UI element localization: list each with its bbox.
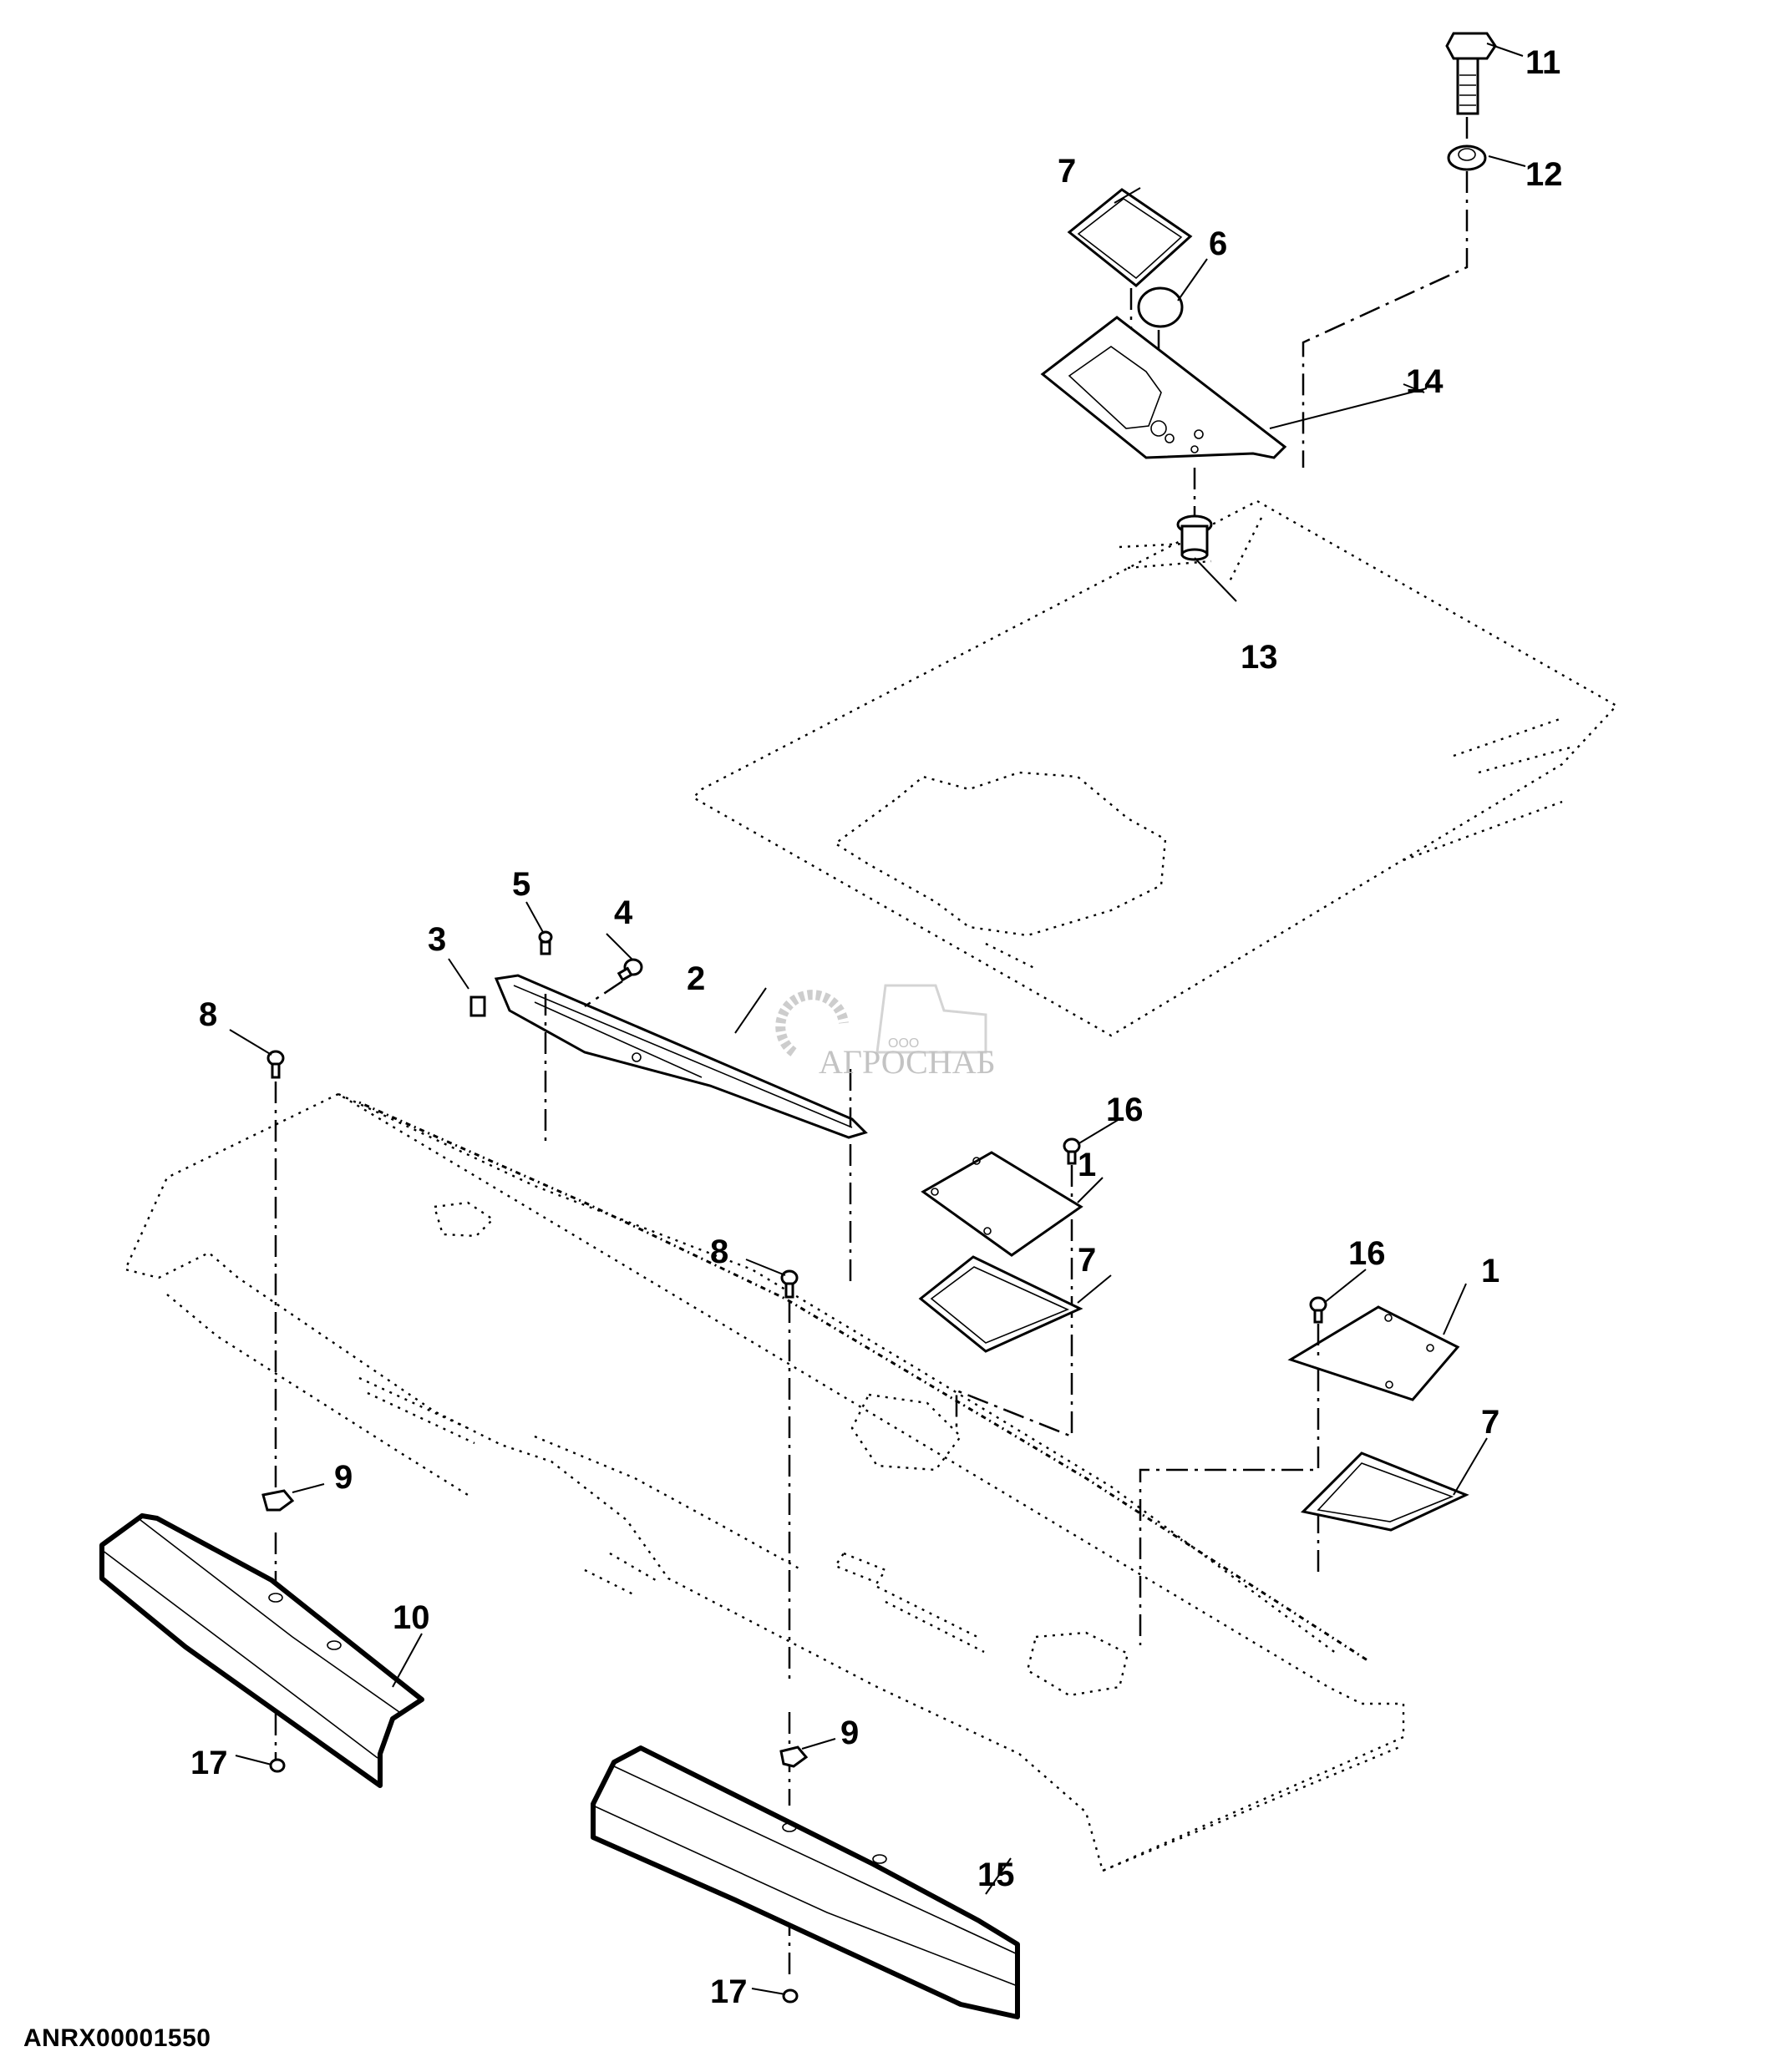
callout-2: 2	[687, 960, 705, 997]
shield-part-15	[591, 1745, 1020, 2019]
callout-15: 15	[977, 1857, 1015, 1893]
callout-12: 12	[1525, 156, 1563, 193]
callout-17-middle: 17	[710, 1973, 748, 2010]
cover-plate-part-14	[1040, 316, 1287, 459]
watermark-prefix: ООО	[888, 1036, 919, 1051]
screw-part-16-right	[1309, 1296, 1327, 1324]
callout-8-left: 8	[199, 996, 217, 1033]
lower-frame-outline	[124, 1092, 1405, 1872]
clip-nut-part-3	[469, 995, 486, 1017]
screw-part-4	[617, 958, 643, 982]
grommet-part-13	[1176, 514, 1213, 561]
callout-6: 6	[1209, 225, 1227, 262]
centerline-part-1-right	[1139, 1324, 1320, 1645]
washer-part-12	[1447, 144, 1487, 171]
callout-13: 13	[1241, 639, 1278, 676]
upper-floor-panel-outline	[692, 499, 1618, 1037]
gasket-part-7-top	[1067, 188, 1193, 287]
callout-1-right: 1	[1481, 1253, 1499, 1289]
bracket-part-2	[494, 974, 868, 1139]
shield-part-10	[99, 1513, 424, 1788]
leader-lines	[229, 43, 1526, 1995]
callout-7-middle: 7	[1078, 1242, 1096, 1279]
callout-8-middle: 8	[710, 1234, 728, 1270]
centerline-bolt	[1302, 117, 1469, 468]
watermark-name: АГРОСНАБ	[819, 1043, 996, 1081]
screw-part-8-middle	[780, 1269, 799, 1299]
callout-1-middle: 1	[1078, 1147, 1096, 1183]
callout-labels: 11 12 7 6 14 13 5 4 3 2 8 16 1 8 7 16 1 …	[190, 44, 1563, 2010]
clip-nut-part-9-left	[261, 1489, 295, 1512]
gasket-part-7-middle	[918, 1255, 1083, 1353]
callout-3: 3	[428, 921, 446, 958]
callout-11: 11	[1525, 44, 1560, 81]
callout-17-left: 17	[190, 1745, 228, 1781]
cover-plate-part-1-right	[1287, 1305, 1460, 1401]
bolt-part-11	[1445, 32, 1497, 115]
callout-7-right: 7	[1481, 1404, 1499, 1441]
gasket-part-7-right	[1300, 1451, 1469, 1532]
callout-9-left: 9	[334, 1459, 353, 1496]
cover-plate-part-1-middle	[921, 1151, 1083, 1257]
screw-part-8-left	[266, 1050, 285, 1079]
screw-part-16-middle	[1063, 1137, 1081, 1165]
callout-16-right: 16	[1348, 1235, 1386, 1272]
nut-part-17-middle	[782, 1988, 799, 2004]
callout-14: 14	[1406, 363, 1444, 400]
callout-7-top: 7	[1058, 153, 1076, 190]
figure-id: ANRX00001550	[23, 2024, 211, 2052]
clip-nut-part-9-middle	[779, 1745, 809, 1768]
watermark-logo: ООО АГРОСНАБ	[775, 984, 996, 1081]
callout-5: 5	[512, 866, 530, 903]
centerline-part-1-middle	[955, 1165, 1073, 1438]
screw-part-5	[538, 930, 553, 955]
centerline-screw-4	[584, 980, 623, 1008]
callout-16-middle: 16	[1106, 1092, 1144, 1128]
callout-4: 4	[614, 894, 633, 931]
nut-part-17-left	[269, 1758, 286, 1773]
plug-part-6	[1137, 286, 1184, 328]
callout-9-middle: 9	[840, 1715, 859, 1751]
callout-10: 10	[393, 1599, 430, 1636]
